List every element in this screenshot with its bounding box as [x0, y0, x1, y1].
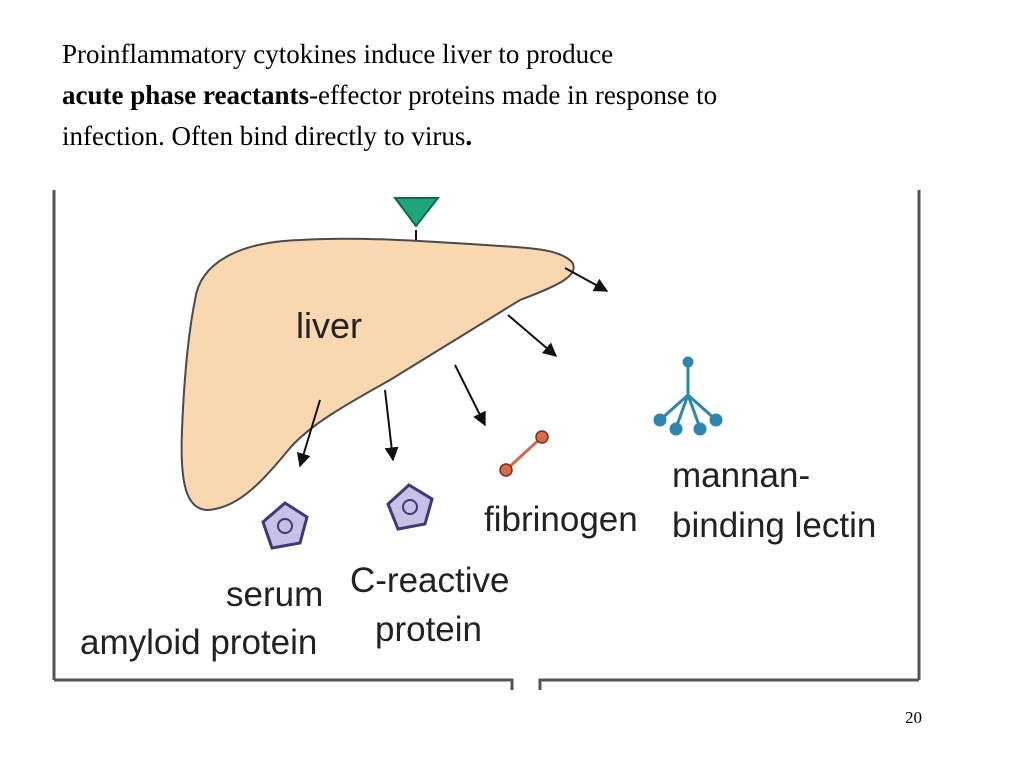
heading-line-3-period: .	[465, 121, 473, 151]
serum-amyloid-pentagon-icon	[261, 501, 309, 550]
acute-phase-reactants-term: acute phase reactants	[62, 80, 309, 110]
slide-number: 20	[905, 708, 922, 727]
c-reactive-label-line-1: C-reactive	[350, 561, 509, 600]
heading-line-3-text: infection. Often bind directly to virus	[62, 121, 466, 151]
liver-shape	[180, 237, 575, 512]
heading-line-2-rest: -effector proteins made in response to	[308, 80, 718, 110]
cytokine-triangle-icon	[393, 197, 441, 228]
fibrinogen-label: fibrinogen	[484, 500, 638, 539]
fibrinogen-icon	[499, 430, 549, 477]
serum-amyloid-label-line-1: serum	[226, 575, 323, 614]
secretion-arrows	[296, 267, 609, 468]
frame-bottom-edge-right	[538, 678, 919, 690]
mannan-binding-lectin-icon	[653, 356, 723, 436]
arrow-to-fibrinogen	[454, 364, 486, 427]
arrow-out-right	[564, 267, 609, 292]
heading-line-3: infection. Often bind directly to virus.	[62, 116, 962, 157]
heading-line-2: acute phase reactants-effector proteins …	[62, 75, 962, 116]
arrow-to-mannan-binding-lectin	[507, 314, 558, 357]
slide-heading: Proinflammatory cytokines induce liver t…	[62, 34, 962, 157]
mannan-binding-lectin-label-line-1: mannan-	[672, 456, 810, 495]
arrow-to-c-reactive	[384, 389, 399, 462]
heading-line-1: Proinflammatory cytokines induce liver t…	[62, 39, 614, 69]
mannan-binding-lectin-label-line-2: binding lectin	[672, 506, 876, 545]
frame-bottom-edge-left	[54, 678, 514, 690]
liver-label: liver	[296, 305, 362, 346]
c-reactive-pentagon-icon	[386, 483, 434, 531]
serum-amyloid-label-line-2: amyloid protein	[80, 623, 317, 662]
arrow-to-serum-amyloid	[296, 399, 321, 468]
c-reactive-label-line-2: protein	[375, 610, 482, 649]
diagram-frame	[52, 190, 921, 690]
